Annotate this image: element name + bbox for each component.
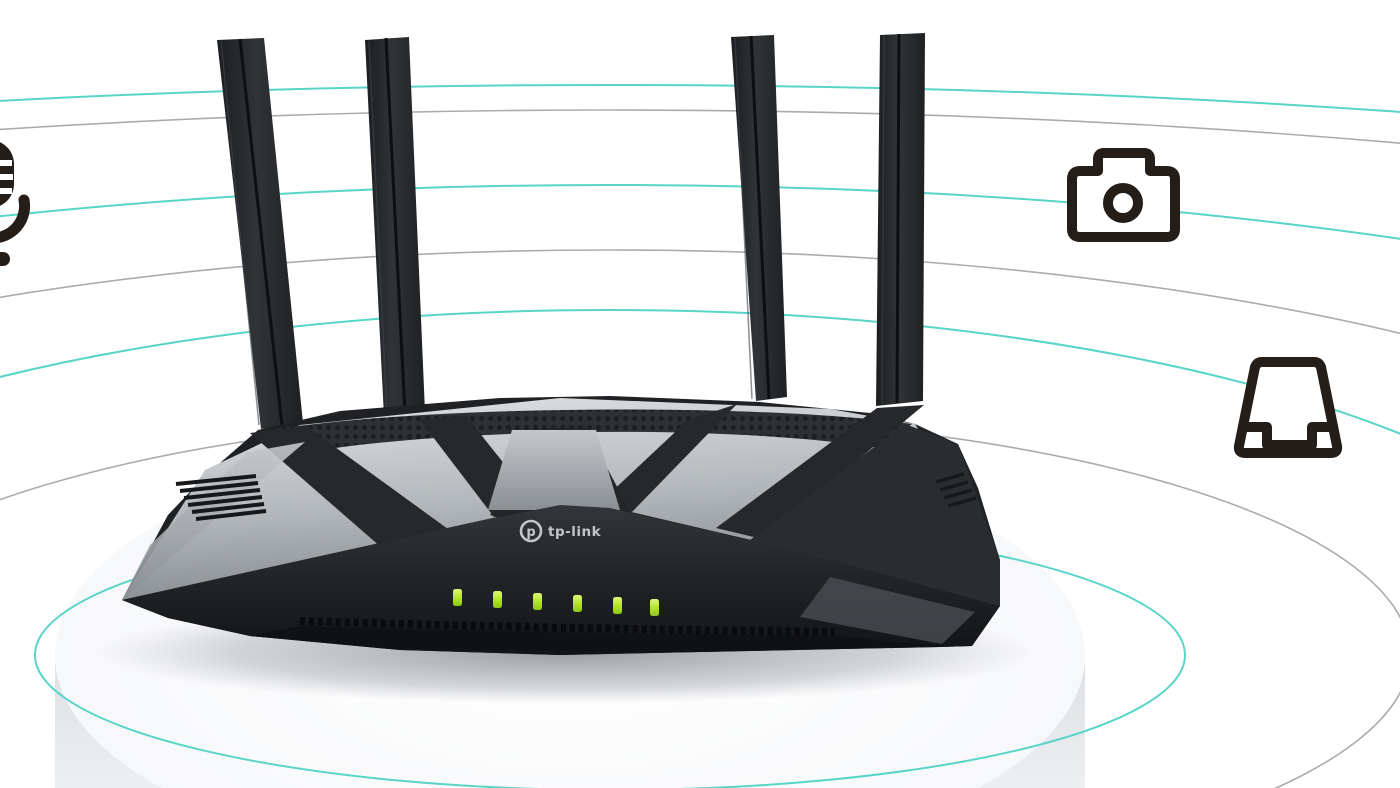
router-antenna-2 — [365, 37, 425, 417]
inbox-tray-outline — [1233, 357, 1343, 458]
camera-lens — [1103, 183, 1143, 223]
wifi-wave-ring — [0, 109, 1400, 145]
center-gloss-sliver — [488, 430, 620, 510]
top-band-4 — [716, 405, 924, 539]
wifi-wave-ring — [0, 309, 1400, 435]
router-front-face — [122, 505, 1000, 655]
tp-link-logo-text: tp-link — [548, 524, 602, 540]
status-led — [533, 593, 542, 610]
status-led — [453, 589, 462, 606]
router: p tp-link — [122, 33, 1000, 655]
router-antenna-3 — [731, 35, 787, 401]
bottom-lip — [250, 626, 940, 652]
microphone-holder-arc — [0, 194, 31, 243]
bottom-serration — [299, 617, 836, 636]
router-antenna-1 — [217, 38, 303, 429]
top-band-1 — [250, 426, 470, 562]
status-led — [493, 591, 502, 608]
tp-link-logo-mark — [519, 519, 543, 543]
status-led-row — [453, 589, 659, 616]
wifi-wave-ring — [0, 184, 1400, 240]
tp-link-logo: p tp-link — [519, 519, 602, 543]
status-led — [573, 595, 582, 612]
left-tip-facet — [122, 442, 305, 600]
inbox-tray-slot — [1242, 422, 1336, 450]
right-edge-highlight — [800, 577, 975, 644]
camera-icon — [1067, 148, 1180, 242]
right-vent-slats — [935, 472, 977, 508]
tp-link-logo-monogram: p — [526, 525, 535, 540]
microphone-base — [0, 252, 10, 266]
microphone-icon — [0, 142, 31, 266]
inbox-tray-icon — [1233, 357, 1343, 458]
top-band-3 — [590, 404, 737, 512]
wifi-wave-ring — [0, 84, 1400, 114]
router-antenna-4 — [876, 33, 925, 406]
left-vent-slats — [175, 474, 267, 521]
wifi-wave-ring — [0, 249, 1400, 335]
antennas — [217, 33, 925, 429]
router-top-dark-bands — [250, 404, 1000, 606]
right-dark-section — [750, 424, 1000, 606]
wifi-wave-rings-outer — [0, 84, 1400, 435]
status-led — [613, 597, 622, 614]
status-led — [650, 599, 659, 616]
